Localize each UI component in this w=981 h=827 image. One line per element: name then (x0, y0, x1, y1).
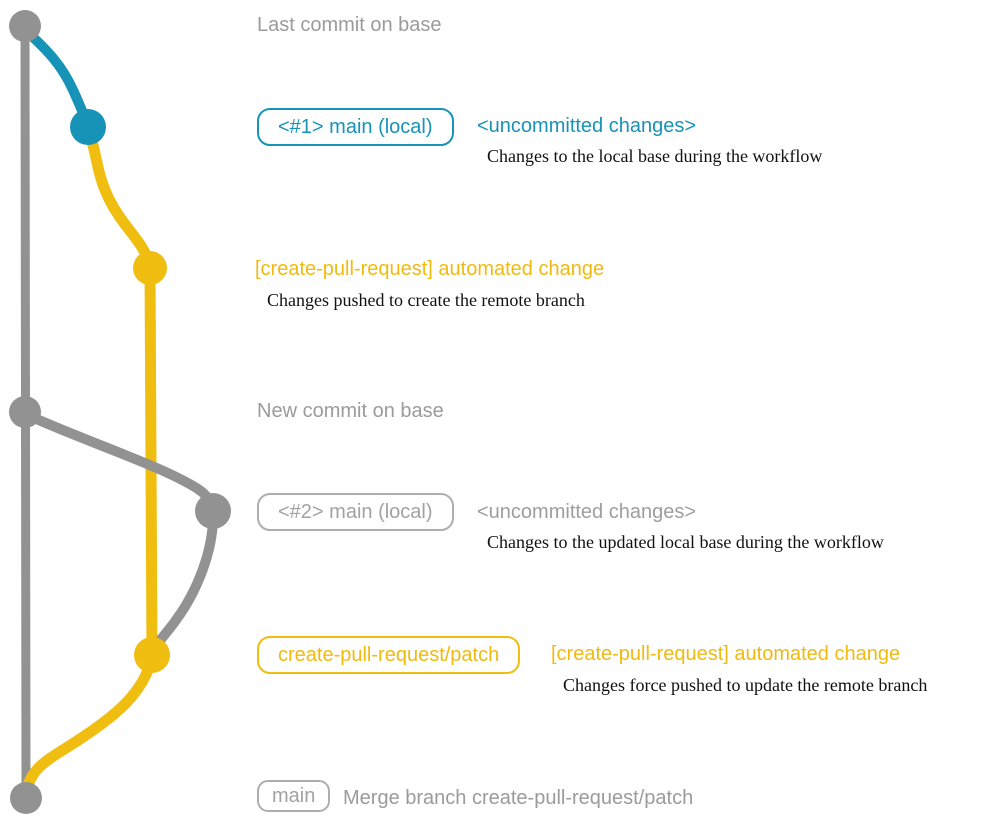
patch-branch-badge: create-pull-request/patch (257, 636, 521, 674)
git-graph (9, 10, 231, 814)
automated-change-1-description: Changes pushed to create the remote bran… (267, 290, 585, 310)
uncommitted-changes-2-status: <uncommitted changes> (477, 501, 697, 523)
rebase-curve-out (20, 409, 218, 516)
patch-branch-merge-curve (20, 651, 158, 801)
automated-change-1-headline: [create-pull-request] automated change (255, 258, 605, 280)
commit-node-new-base (9, 396, 41, 428)
automated-change-2-description: Changes force pushed to update the remot… (563, 675, 928, 695)
uncommitted-changes-1-description: Changes to the local base during the wor… (487, 146, 823, 166)
new-commit-label: New commit on base (257, 400, 444, 422)
commit-node-local-main-1 (70, 109, 106, 145)
commit-node-last-base (9, 10, 41, 42)
patch-branch-curve-top (82, 121, 156, 272)
merge-commit-message: Merge branch create-pull-request/patch (343, 787, 694, 809)
automated-change-2-headline: [create-pull-request] automated change (551, 643, 901, 665)
main-branch-badge: main (257, 780, 331, 812)
commit-node-merge (10, 782, 42, 814)
uncommitted-changes-1-status: <uncommitted changes> (477, 115, 697, 137)
commit-node-patch-1 (133, 251, 167, 285)
uncommitted-changes-2-description: Changes to the updated local base during… (487, 532, 884, 552)
rebase-curve-in (148, 508, 219, 657)
local-main-2-badge: <#2> main (local) (257, 493, 454, 531)
commit-node-local-main-2 (195, 493, 231, 529)
local-main-1-badge: <#1> main (local) (257, 108, 454, 146)
commit-node-patch-2 (134, 637, 170, 673)
last-commit-label: Last commit on base (257, 14, 442, 36)
